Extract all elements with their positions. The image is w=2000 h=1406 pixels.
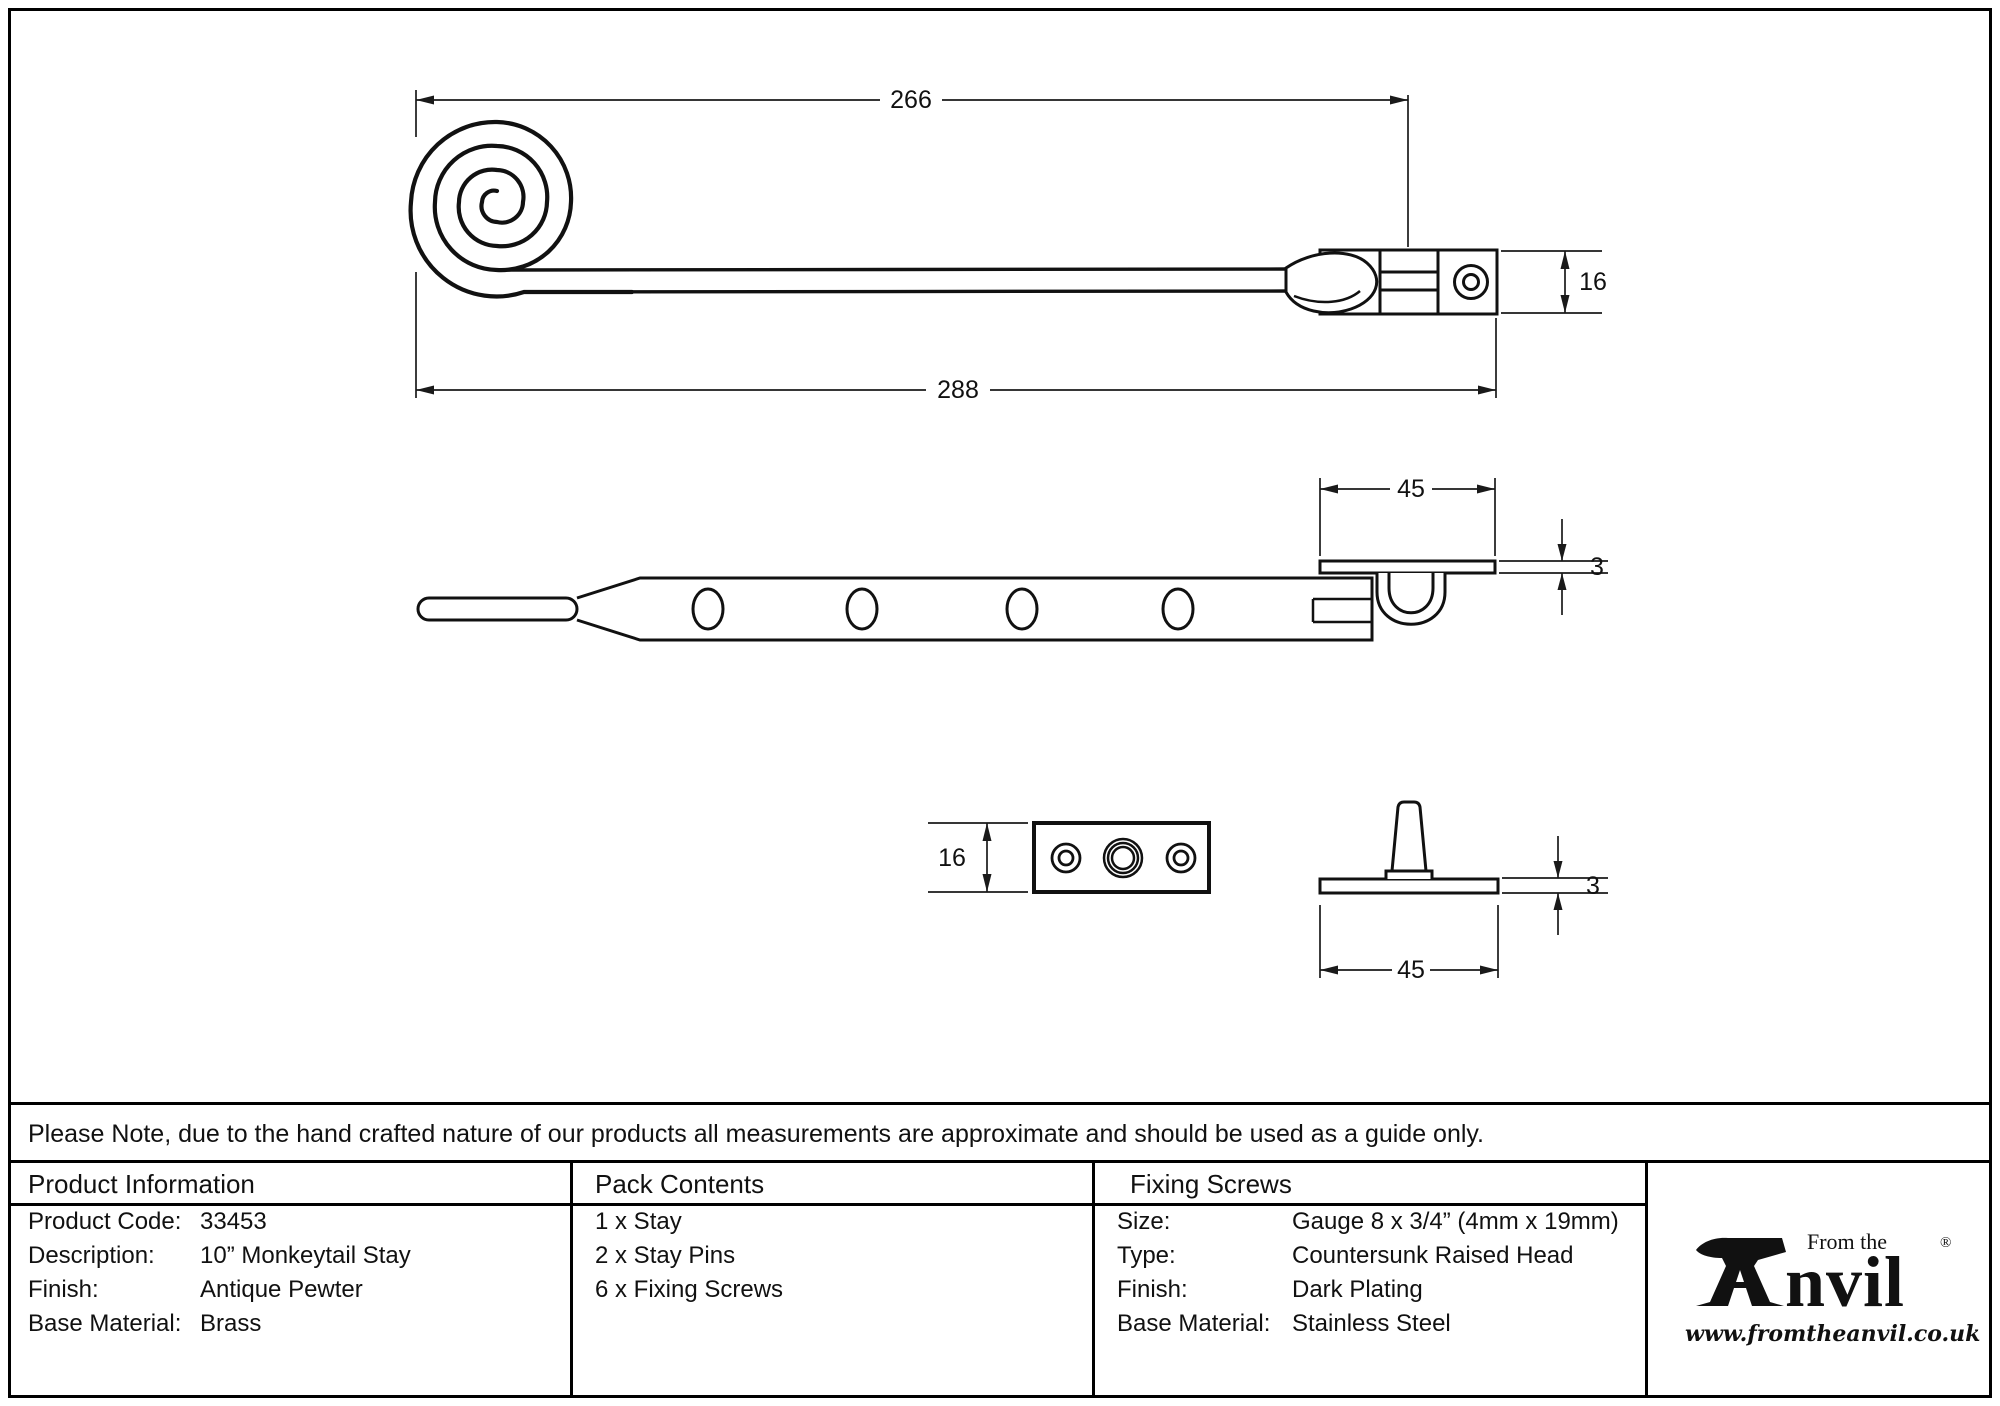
base-material-label: Base Material: bbox=[28, 1310, 182, 1337]
screw-size-value: Gauge 8 x 3/4” (4mm x 19mm) bbox=[1292, 1208, 1619, 1235]
product-information-body: Product Code: 33453 Description: 10” Mon… bbox=[28, 1205, 563, 1341]
base-material-value: Brass bbox=[200, 1310, 262, 1337]
stay-hole bbox=[691, 587, 725, 631]
screw-size-row: Size: Gauge 8 x 3/4” (4mm x 19mm) bbox=[1117, 1205, 1637, 1239]
description-value: 10” Monkeytail Stay bbox=[200, 1242, 411, 1269]
header-product-information: Product Information bbox=[28, 1169, 255, 1199]
bracket-plate bbox=[1318, 559, 1497, 575]
finish-value: Antique Pewter bbox=[200, 1276, 363, 1303]
fitting-screw-hole bbox=[1453, 264, 1489, 300]
base-material-row: Base Material: Brass bbox=[28, 1307, 563, 1341]
logo-from-the: From the bbox=[1807, 1229, 1888, 1254]
pin-cone bbox=[1390, 800, 1428, 873]
dimension-label-16-plate: 16 bbox=[938, 844, 966, 872]
table-top-border bbox=[11, 1160, 1989, 1163]
screw-finish-value: Dark Plating bbox=[1292, 1276, 1423, 1303]
dimension-lines bbox=[415, 90, 1608, 978]
product-code-label: Product Code: bbox=[28, 1208, 182, 1235]
finish-label: Finish: bbox=[28, 1276, 99, 1303]
stay-hole bbox=[1161, 587, 1195, 631]
technical-drawing: 266 288 16 45 3 16 3 45 bbox=[408, 86, 1608, 984]
keep-plate-view bbox=[1032, 821, 1211, 894]
note-row-top-border bbox=[11, 1102, 1989, 1105]
stay-hole bbox=[845, 587, 879, 631]
screw-type-value: Countersunk Raised Head bbox=[1292, 1242, 1574, 1269]
logo-brand-text: nvil bbox=[1785, 1242, 1906, 1322]
stay-hole bbox=[1005, 587, 1039, 631]
brand-logo: From the nvil ® www.fromtheanvil.co.uk bbox=[1645, 1163, 1989, 1395]
dimension-arrows bbox=[416, 95, 1570, 975]
header-pack-contents: Pack Contents bbox=[595, 1169, 765, 1199]
screw-finish-row: Finish: Dark Plating bbox=[1117, 1273, 1637, 1307]
screw-type-row: Type: Countersunk Raised Head bbox=[1117, 1239, 1637, 1273]
measurement-note: Please Note, due to the hand crafted nat… bbox=[28, 1120, 1485, 1148]
dimension-label-45-pin: 45 bbox=[1397, 956, 1425, 984]
pin-base bbox=[1318, 877, 1500, 895]
table-column-divider-2 bbox=[1092, 1163, 1095, 1395]
table-header-divider bbox=[11, 1203, 1645, 1206]
monkeytail-spiral bbox=[408, 119, 635, 299]
stay-teardrop-end bbox=[1284, 251, 1379, 315]
screw-finish-label: Finish: bbox=[1117, 1276, 1188, 1303]
plate-screw-hole bbox=[1165, 842, 1197, 874]
screw-type-label: Type: bbox=[1117, 1242, 1176, 1269]
logo-website-url: www.fromtheanvil.co.uk bbox=[1685, 1321, 1981, 1347]
screw-size-label: Size: bbox=[1117, 1208, 1171, 1235]
table-column-divider-3 bbox=[1645, 1163, 1648, 1395]
table-column-divider-1 bbox=[570, 1163, 573, 1395]
dimension-label-16-end: 16 bbox=[1579, 268, 1607, 296]
description-label: Description: bbox=[28, 1242, 155, 1269]
screw-base-material-value: Stainless Steel bbox=[1292, 1310, 1451, 1337]
header-fixing-screws: Fixing Screws bbox=[1130, 1169, 1292, 1199]
product-code-row: Product Code: 33453 bbox=[28, 1205, 563, 1239]
stay-side-view bbox=[416, 559, 1497, 642]
dimension-label-266: 266 bbox=[890, 86, 932, 114]
pack-contents-body: 1 x Stay 2 x Stay Pins 6 x Fixing Screws bbox=[595, 1205, 1085, 1307]
stay-top-view bbox=[408, 119, 1499, 316]
anvil-icon bbox=[1696, 1237, 1786, 1306]
screw-base-material-row: Base Material: Stainless Steel bbox=[1117, 1307, 1637, 1341]
finish-row: Finish: Antique Pewter bbox=[28, 1273, 563, 1307]
plate-screw-hole bbox=[1050, 842, 1082, 874]
dimension-labels: 266 288 16 45 3 16 3 45 bbox=[890, 86, 1607, 984]
dimension-label-3-bracket: 3 bbox=[1590, 553, 1604, 581]
stay-handle-tip bbox=[416, 596, 579, 622]
sheet-border: 266 288 16 45 3 16 3 45 Please Note, due… bbox=[8, 8, 1992, 1398]
dimension-label-3-pin: 3 bbox=[1586, 872, 1600, 900]
description-row: Description: 10” Monkeytail Stay bbox=[28, 1239, 563, 1273]
stay-pin-view bbox=[1318, 800, 1500, 895]
plate-pin-hole bbox=[1102, 837, 1144, 879]
screw-base-material-label: Base Material: bbox=[1117, 1310, 1271, 1337]
pack-item: 1 x Stay bbox=[595, 1208, 682, 1235]
pack-item: 6 x Fixing Screws bbox=[595, 1276, 784, 1303]
pack-item: 2 x Stay Pins bbox=[595, 1242, 736, 1269]
registered-trademark-icon: ® bbox=[1940, 1235, 1952, 1251]
dimension-label-45-bracket: 45 bbox=[1397, 475, 1425, 503]
dimension-label-288: 288 bbox=[937, 376, 979, 404]
product-code-value: 33453 bbox=[200, 1208, 267, 1235]
fixing-screws-body: Size: Gauge 8 x 3/4” (4mm x 19mm) Type: … bbox=[1117, 1205, 1637, 1341]
